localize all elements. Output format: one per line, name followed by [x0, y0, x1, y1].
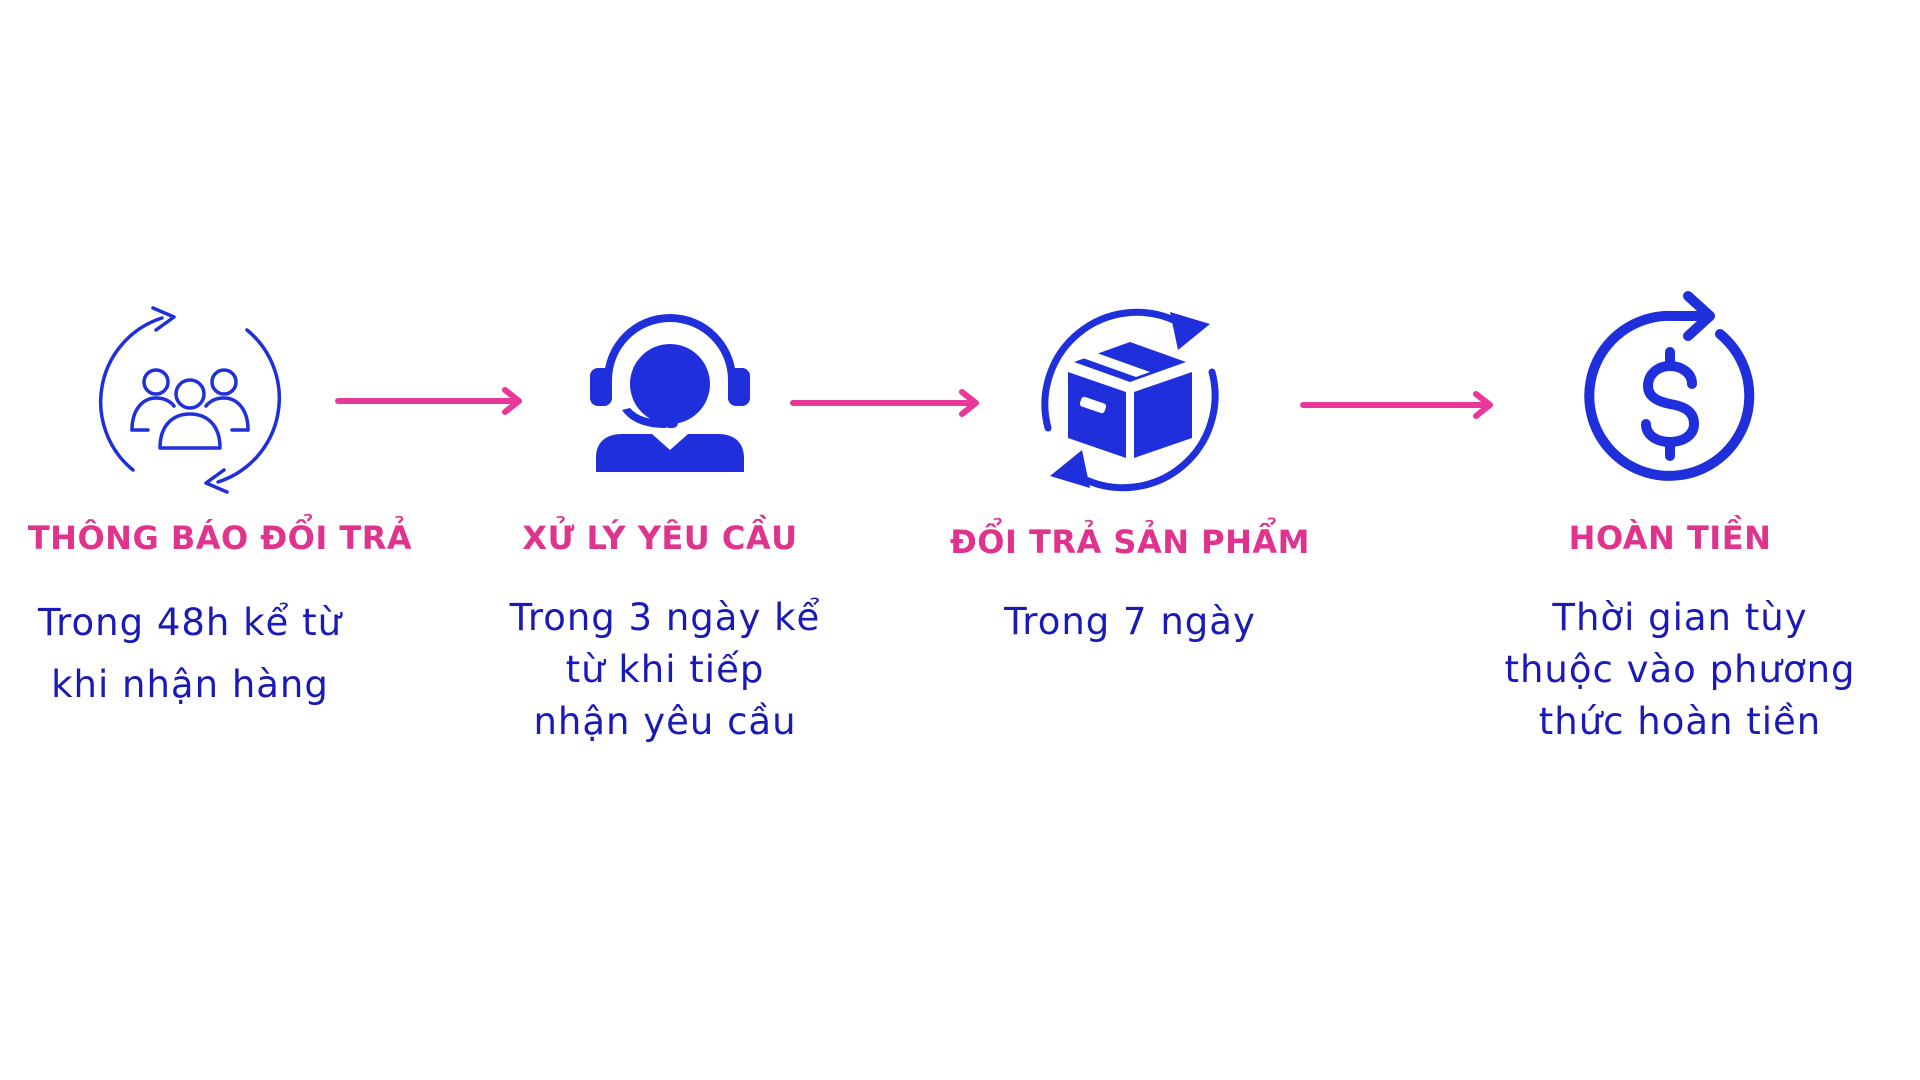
desc-line: khi nhận hàng	[51, 663, 329, 706]
step-title-refund: HOÀN TIỀN	[1568, 519, 1772, 557]
step-title-process: XỬ LÝ YÊU CẦU	[522, 519, 798, 557]
desc-line: Thời gian tùy	[1552, 596, 1808, 639]
step-desc-notify: Trong 48h kể từ khi nhận hàng	[0, 592, 400, 716]
step-desc-process: Trong 3 ngày kể từ khi tiếp nhận yêu cầu	[455, 592, 875, 748]
step-desc-refund: Thời gian tùy thuộc vào phương thức hoàn…	[1470, 592, 1890, 748]
desc-line: Trong 7 ngày	[1004, 600, 1256, 643]
refund-dollar-icon	[1584, 291, 1755, 481]
desc-line: từ khi tiếp	[565, 648, 765, 691]
arrow-right-icon	[1300, 391, 1493, 419]
desc-line: nhận yêu cầu	[533, 700, 797, 743]
desc-line: Trong 48h kể từ	[37, 601, 343, 644]
desc-line: Trong 3 ngày kể	[509, 596, 821, 639]
headset-agent-icon	[590, 314, 750, 472]
box-exchange-icon	[1041, 308, 1219, 492]
step-desc-exchange: Trong 7 ngày	[920, 596, 1340, 648]
desc-line: thức hoàn tiền	[1538, 700, 1822, 743]
step-title-exchange: ĐỔI TRẢ SẢN PHẨM	[949, 523, 1310, 561]
step-title-notify: THÔNG BÁO ĐỔI TRẢ	[27, 519, 413, 557]
desc-line: thuộc vào phương	[1504, 648, 1856, 691]
users-cycle-icon	[98, 306, 282, 494]
arrow-right-icon	[790, 389, 979, 417]
arrow-right-icon	[335, 387, 522, 415]
